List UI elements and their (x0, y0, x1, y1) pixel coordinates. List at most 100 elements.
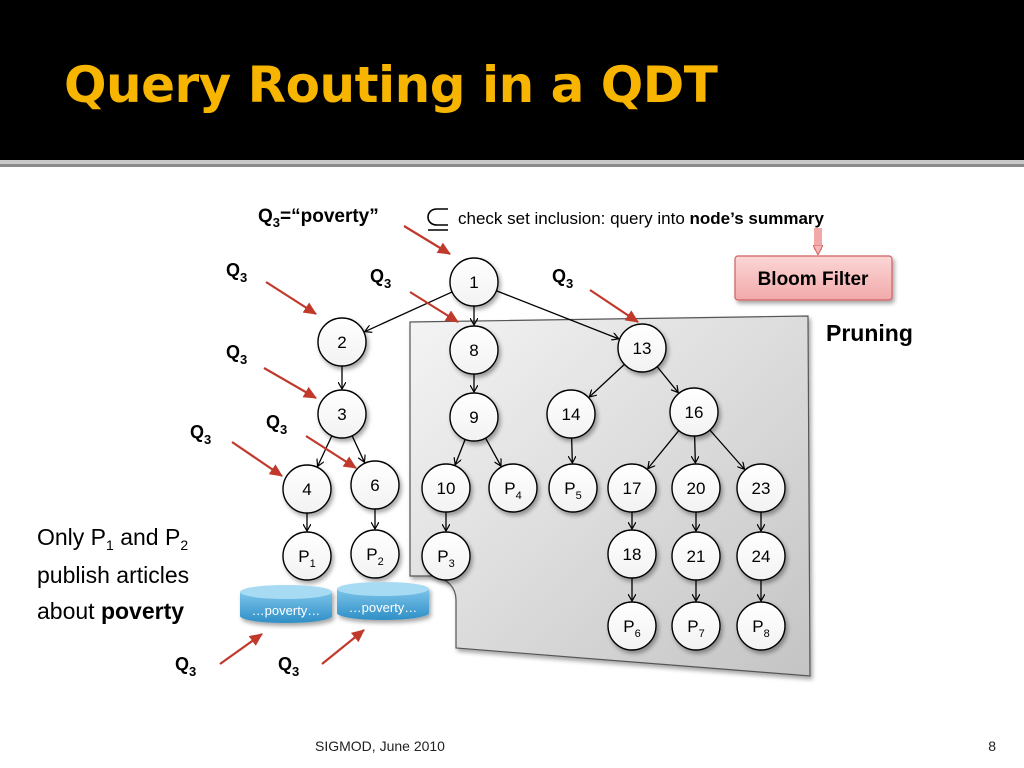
tree-node-2: 2 (317, 317, 367, 367)
node-circle (317, 389, 367, 439)
node-circle (449, 325, 499, 375)
node-label: P5 (564, 479, 581, 502)
tree-edge-n1-n13 (496, 290, 618, 339)
tree-node-6: 6 (350, 460, 400, 510)
node-label: P6 (623, 617, 640, 640)
query-arrow-node8 (409, 291, 459, 323)
node-label: 23 (752, 479, 771, 498)
node-label: 21 (687, 547, 706, 566)
node-circle (607, 601, 657, 651)
node-circle (607, 463, 657, 513)
inclusion-text: check set inclusion: query into node’s s… (458, 209, 825, 228)
node-label: 3 (337, 405, 346, 424)
node-circle (607, 529, 657, 579)
node-label: 17 (623, 479, 642, 498)
node-label: P8 (752, 617, 769, 640)
node-label: P3 (437, 547, 454, 570)
peer-node-P3: P3 (421, 531, 471, 581)
article-disk-1 (240, 585, 332, 623)
node-circle (736, 531, 786, 581)
node-label: 10 (437, 479, 456, 498)
node-circle (617, 323, 667, 373)
node-circle (669, 387, 719, 437)
query-arrow-node4 (231, 441, 283, 477)
tree-node-9: 9 (449, 392, 499, 442)
article-text-1: …poverty… (252, 603, 321, 618)
query-arrow-node13 (589, 289, 639, 323)
query-arrow-root (403, 225, 451, 255)
node-circle (548, 463, 598, 513)
query-arrow-node6 (305, 435, 357, 469)
node-circle (449, 392, 499, 442)
tree-node-10: 10 (421, 463, 471, 513)
query-arrow-node3 (263, 367, 317, 399)
tree-node-8: 8 (449, 325, 499, 375)
node-circle (736, 601, 786, 651)
node-circle (546, 389, 596, 439)
query-arrow-article2 (321, 629, 365, 665)
title-divider-shadow (0, 164, 1024, 167)
query-label-q3: Q3 (552, 266, 573, 291)
tree-node-3: 3 (317, 389, 367, 439)
publisher-note: Only P1 and P2 publish articles about po… (37, 524, 196, 624)
slide-title: Query Routing in a QDT (64, 56, 718, 114)
query-label-q3: Q3 (370, 266, 391, 291)
tree-edge-n16-n17 (648, 430, 680, 469)
node-label: P4 (504, 479, 521, 502)
article-disk-2 (337, 582, 429, 620)
tree-node-23: 23 (736, 463, 786, 513)
page-number: 8 (988, 738, 996, 754)
node-circle (671, 531, 721, 581)
tree-edge-n13-n16 (656, 366, 678, 393)
node-circle (736, 463, 786, 513)
query-label-q3: Q3 (266, 412, 287, 437)
node-label: 6 (370, 476, 379, 495)
query-arrow-article1 (219, 633, 263, 665)
node-label: 16 (685, 403, 704, 422)
tree-node-1: 1 (449, 257, 499, 307)
peer-node-P8: P8 (736, 601, 786, 651)
tree-node-17: 17 (607, 463, 657, 513)
tree-edges (307, 290, 761, 601)
subset-or-equal-icon (427, 208, 448, 231)
article-text-2: …poverty… (349, 600, 418, 615)
title-bar (0, 0, 1024, 160)
node-label: 4 (302, 480, 311, 499)
node-circle (671, 601, 721, 651)
node-circle (282, 464, 332, 514)
node-circle (421, 463, 471, 513)
query-definition: Q3=“poverty” (258, 206, 379, 230)
tree-edge-n13-n14 (589, 363, 625, 397)
node-label: P7 (687, 617, 704, 640)
tree-edge-n14-P5 (572, 437, 573, 463)
node-label: 14 (562, 405, 581, 424)
node-label: 24 (752, 547, 771, 566)
node-label: P2 (366, 545, 383, 568)
node-label: 13 (633, 339, 652, 358)
pruning-label: Pruning (826, 320, 913, 346)
node-circle (421, 531, 471, 581)
footer-text: SIGMOD, June 2010 (315, 738, 445, 754)
node-label: P1 (298, 547, 315, 570)
tree-node-18: 18 (607, 529, 657, 579)
peer-node-P7: P7 (671, 601, 721, 651)
tree-edge-n9-P4 (484, 437, 501, 466)
node-label: 2 (337, 333, 346, 352)
peer-node-P5: P5 (548, 463, 598, 513)
tree-edge-n1-n2 (365, 291, 453, 332)
title-divider (0, 160, 1024, 164)
node-circle (317, 317, 367, 367)
tree-node-13: 13 (617, 323, 667, 373)
node-circle (671, 463, 721, 513)
node-circle (488, 463, 538, 513)
query-label-q3: Q3 (175, 654, 196, 679)
node-circle (350, 529, 400, 579)
tree-edge-n16-n23 (709, 429, 745, 469)
peer-node-P1: P1 (282, 531, 332, 581)
tree-edge-n16-n20 (695, 435, 696, 463)
tree-edge-n3-n4 (318, 435, 333, 467)
node-label: 18 (623, 545, 642, 564)
tree-node-16: 16 (669, 387, 719, 437)
